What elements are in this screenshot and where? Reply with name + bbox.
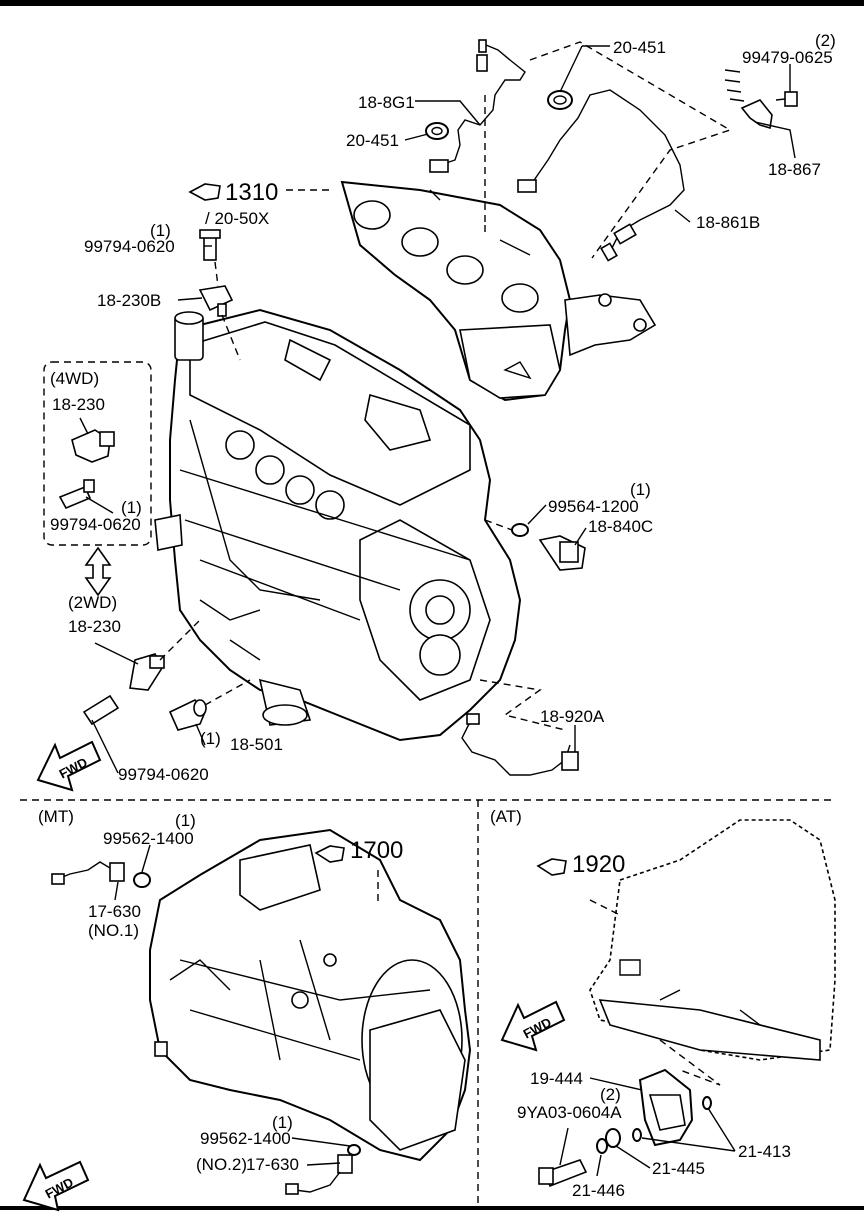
- label-99564: 99564-1200: [548, 497, 639, 516]
- label-4wd: (4WD): [50, 369, 99, 388]
- exhaust-manifold: [340, 180, 657, 402]
- label-21-445: 21-445: [652, 1159, 705, 1178]
- label-mt: (MT): [38, 807, 74, 826]
- ref-1700: 1700: [350, 837, 403, 864]
- selector-switch: [632, 1068, 712, 1147]
- label-17-630-b-note: (NO.2): [196, 1155, 247, 1174]
- label-99794-qty-a: (1): [150, 221, 171, 240]
- leader-selector: [659, 1039, 721, 1086]
- leader-oxygen: [484, 41, 732, 259]
- knock-sensor: [168, 699, 207, 731]
- gasket-ring-b: [425, 122, 449, 140]
- label-99562-b: 99562-1400: [200, 1129, 291, 1148]
- ref-1310: 1310: [225, 179, 278, 206]
- label-at: (AT): [490, 807, 522, 826]
- temperature-sensor: [511, 523, 586, 571]
- label-18-230b: 18-230B: [97, 291, 161, 310]
- manual-transmission: [149, 828, 472, 1162]
- label-18-861b: 18-861B: [696, 213, 760, 232]
- top-rule: [0, 0, 864, 6]
- leader-knock: [204, 679, 251, 706]
- label-17-630-b: 17-630: [246, 1155, 299, 1174]
- four-wd-box: [43, 361, 152, 546]
- automatic-transmission: [589, 819, 836, 1061]
- oxygen-sensor-rear: [517, 89, 685, 262]
- label-9ya03: 9YA03-0604A: [517, 1103, 622, 1122]
- fwd-arrow-icon-at: FWD: [500, 1000, 566, 1052]
- swap-arrow-icon: [84, 546, 112, 597]
- label-9ya03-qty: (2): [600, 1085, 621, 1104]
- label-17-630-a-note: (NO.1): [88, 921, 139, 940]
- label-99564-qty: (1): [630, 480, 651, 499]
- label-18-867: 18-867: [768, 160, 821, 179]
- leader-harness: [479, 679, 566, 731]
- leader-cam-sensor: [214, 261, 241, 361]
- label-18-920a: 18-920A: [540, 707, 605, 726]
- label-21-413: 21-413: [738, 1142, 791, 1161]
- gasket-ring-a: [547, 90, 573, 110]
- label-18-840c: 18-840C: [588, 517, 653, 536]
- sensor-harness: [461, 713, 579, 776]
- label-99794-qty-4wd: (1): [121, 498, 142, 517]
- label-17-630-a: 17-630: [88, 902, 141, 921]
- label-20-451-a: 20-451: [613, 38, 666, 57]
- leader-temp-sensor: [484, 519, 513, 531]
- fwd-arrow-icon: FWD: [36, 740, 102, 792]
- hand-pointer-icon-1920: [536, 858, 567, 876]
- engine-assembly: [154, 308, 522, 742]
- label-18-8g1: 18-8G1: [358, 93, 415, 112]
- label-99794-a: 99794-0620: [84, 237, 175, 256]
- label-21-446: 21-446: [572, 1181, 625, 1200]
- bracket-and-bolt: [724, 69, 798, 130]
- oxygen-sensor-front: [429, 39, 526, 173]
- label-18-230-4wd: 18-230: [52, 395, 105, 414]
- camshaft-sensor: [198, 229, 234, 317]
- label-99794-b: 99794-0620: [118, 765, 209, 784]
- ref-20-50x: / 20-50X: [205, 209, 269, 228]
- label-99562-qty-a: (1): [175, 811, 196, 830]
- ref-1920: 1920: [572, 851, 625, 878]
- label-99794-4wd: 99794-0620: [50, 515, 141, 534]
- label-18-501-qty: (1): [200, 729, 221, 748]
- hand-pointer-icon-1700: [314, 845, 345, 863]
- callout-labels: 20-451 (2) 99479-0625 18-8G1 20-451 18-8…: [38, 31, 836, 1200]
- callout-leaders: [79, 45, 796, 1177]
- bottom-rule: [0, 1206, 864, 1210]
- crank-sensor-2wd: [82, 653, 165, 726]
- hand-pointer-icon-1310: [188, 183, 221, 201]
- label-18-230-2wd: 18-230: [68, 617, 121, 636]
- washer-and-bolt: [538, 1128, 621, 1188]
- label-99479-qty: (2): [815, 31, 836, 50]
- crank-sensor-4wd: [58, 429, 115, 510]
- leader-crank-2wd: [159, 619, 201, 661]
- label-20-451-b: 20-451: [346, 131, 399, 150]
- leader-at-ref: [589, 899, 621, 916]
- reverse-switch-no1: [51, 861, 151, 888]
- label-99479: 99479-0625: [742, 48, 833, 67]
- label-18-501: 18-501: [230, 735, 283, 754]
- fwd-arrow-icon-mt: FWD: [22, 1160, 90, 1212]
- label-99562-a: 99562-1400: [103, 829, 194, 848]
- label-99562-qty-b: (1): [272, 1113, 293, 1132]
- label-19-444: 19-444: [530, 1069, 583, 1088]
- label-2wd: (2WD): [68, 593, 117, 612]
- neutral-switch-no2: [285, 1144, 361, 1195]
